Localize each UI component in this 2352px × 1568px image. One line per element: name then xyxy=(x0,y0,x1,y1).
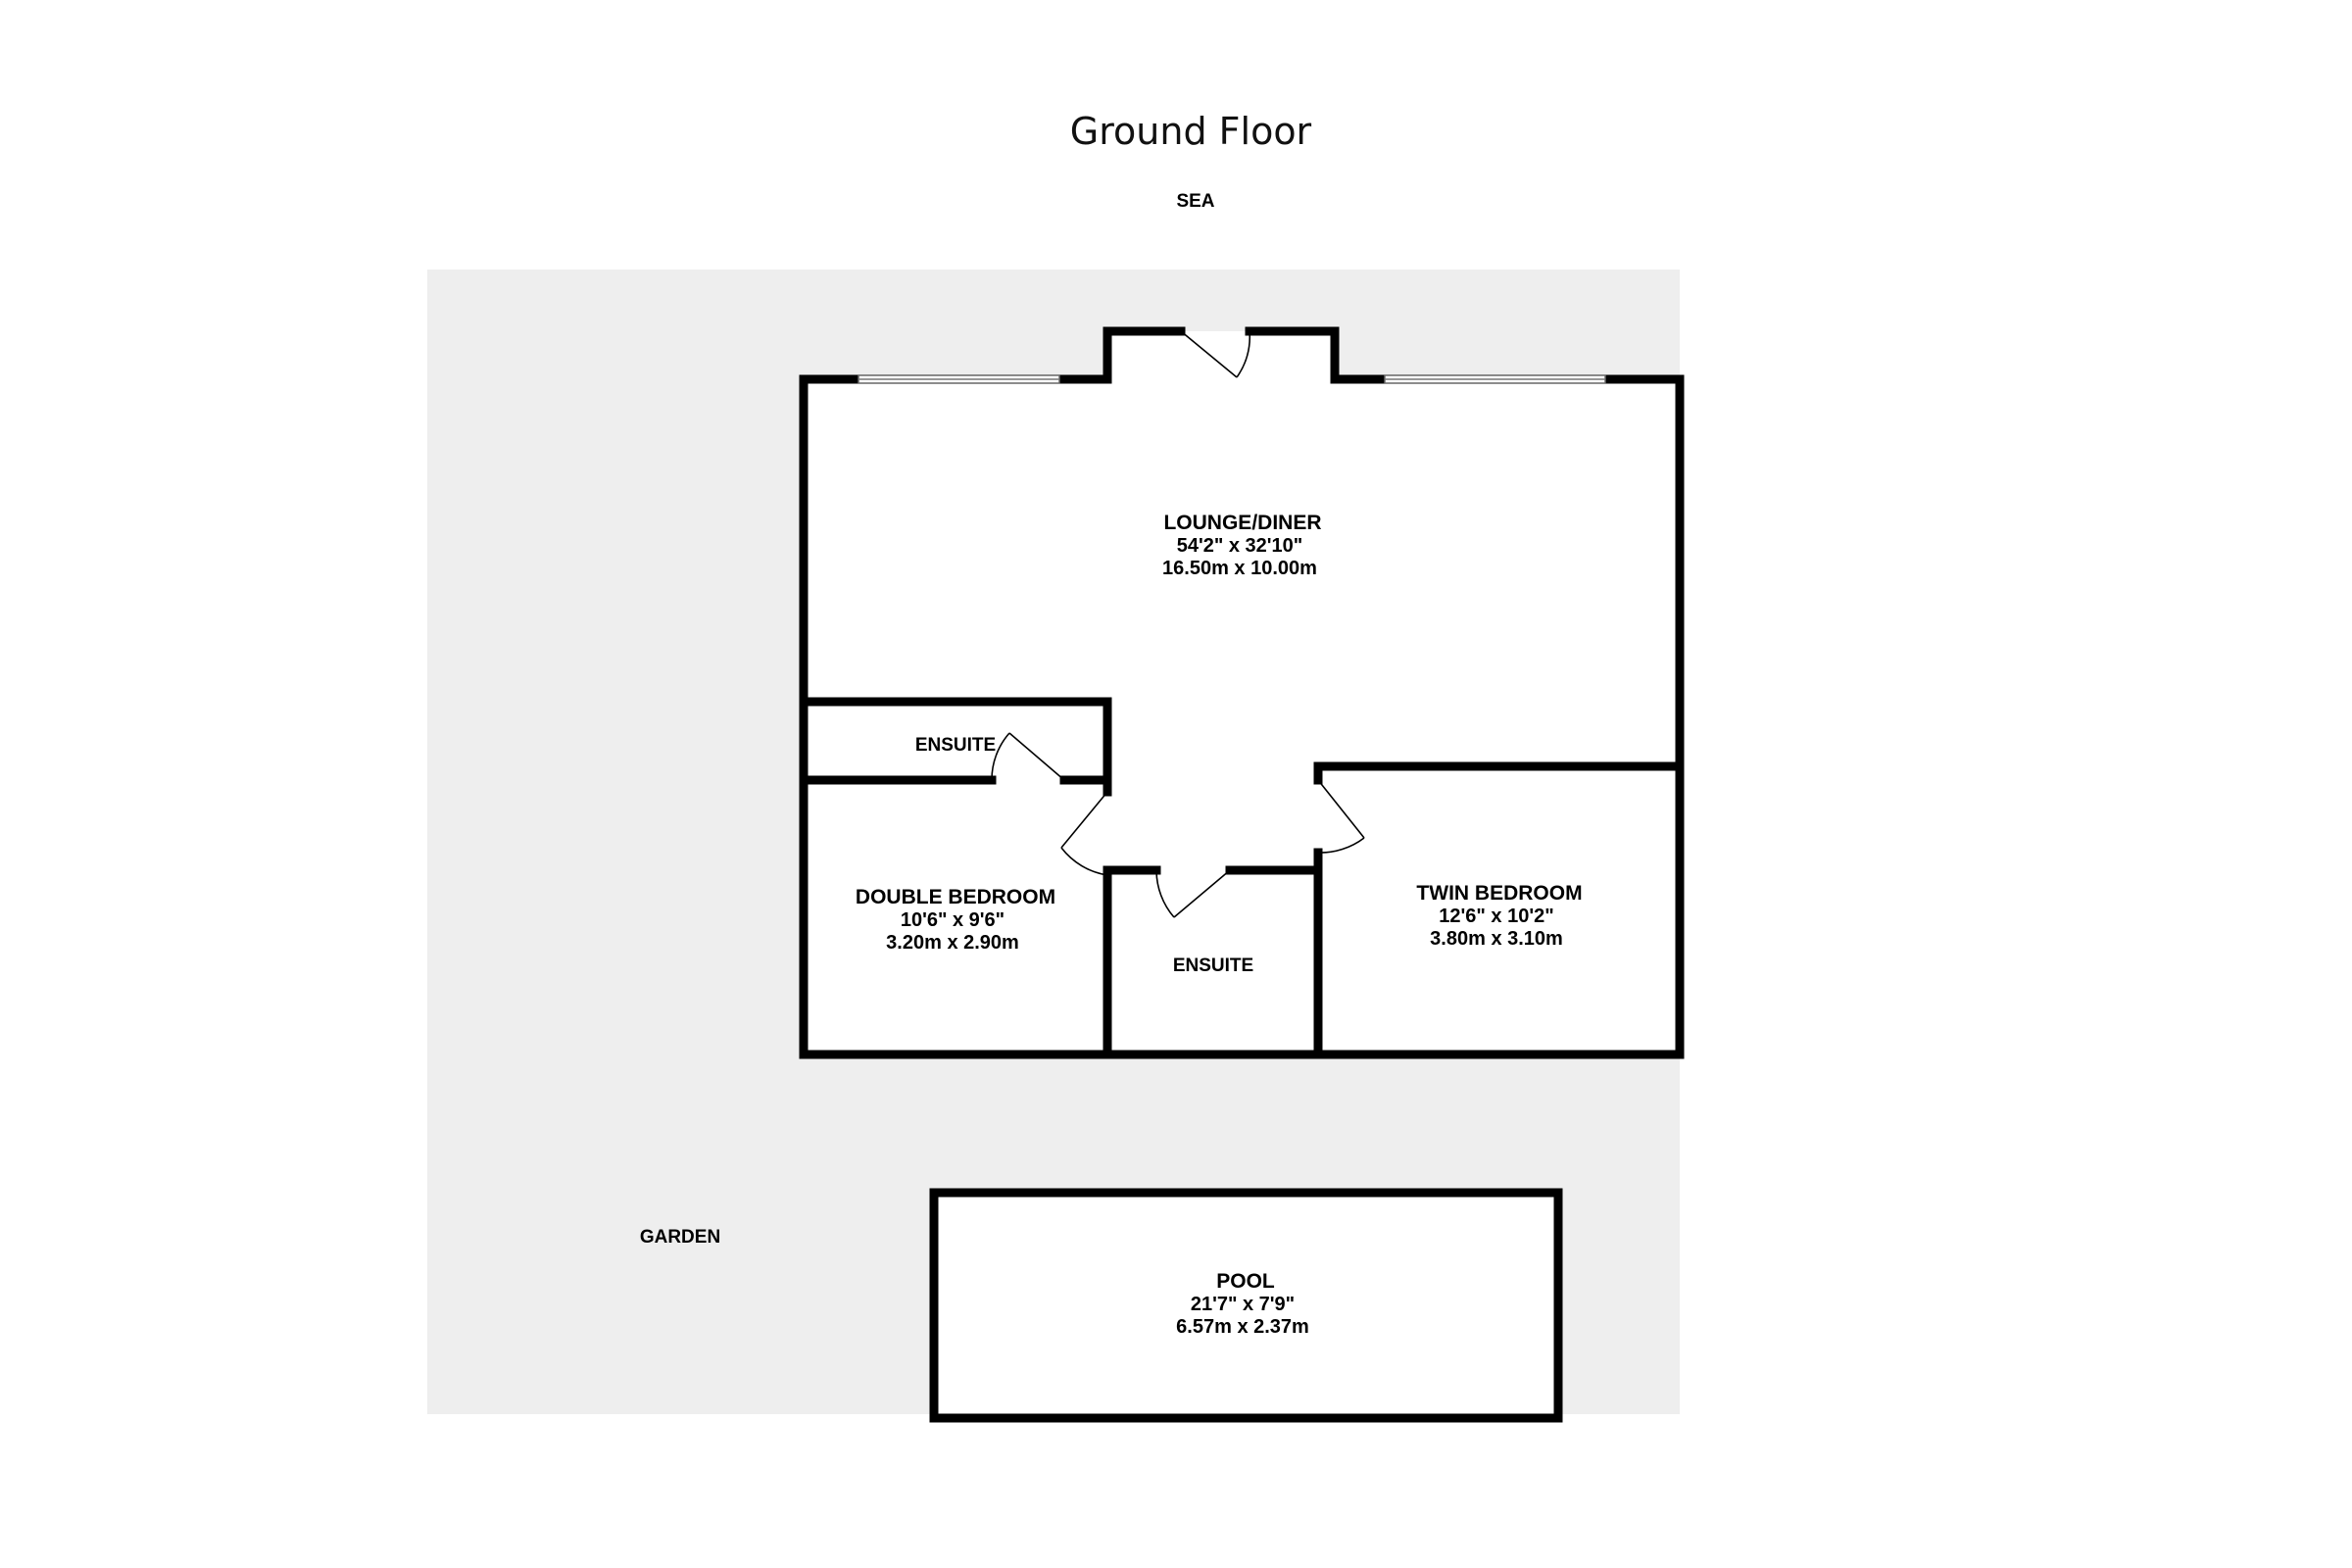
exterior-wall xyxy=(799,326,1685,1059)
double-bedroom-dim-metric: 3.20m x 2.90m xyxy=(886,932,1019,954)
double-bedroom-label: DOUBLE BEDROOM 10'6" x 9'6" 3.20m x 2.90… xyxy=(856,886,1055,954)
double-bedroom-wall xyxy=(1102,775,1161,1059)
pool-dim-imperial: 21'7" x 7'9" xyxy=(1191,1294,1295,1315)
ensuite-1-wall xyxy=(799,697,1112,792)
twin-bedroom-dim-metric: 3.80m x 3.10m xyxy=(1430,928,1563,950)
pool-label: POOL 21'7" x 7'9" 6.57m x 2.37m xyxy=(1176,1270,1309,1338)
pool xyxy=(929,1188,1563,1423)
building-floor xyxy=(804,331,1680,1054)
double-bedroom-name: DOUBLE BEDROOM xyxy=(856,886,1055,908)
twin-bedroom-name: TWIN BEDROOM xyxy=(1416,882,1582,905)
ensuite-1-label: ENSUITE xyxy=(915,735,996,756)
double-bedroom-door xyxy=(1060,791,1108,876)
lounge-dim-imperial: 54'2" x 32'10" xyxy=(1177,535,1303,557)
twin-bedroom-dim-imperial: 12'6" x 10'2" xyxy=(1439,906,1553,927)
lounge-dim-metric: 16.50m x 10.00m xyxy=(1162,558,1317,579)
lounge-label: LOUNGE/DINER 54'2" x 32'10" 16.50m x 10.… xyxy=(1162,512,1321,579)
twin-bedroom-wall xyxy=(1313,761,1685,875)
ensuite-1-door xyxy=(991,732,1065,781)
garden-label: GARDEN xyxy=(640,1227,720,1248)
pool-dim-metric: 6.57m x 2.37m xyxy=(1176,1316,1309,1338)
lounge-name: LOUNGE/DINER xyxy=(1163,512,1321,534)
twin-bedroom-label: TWIN BEDROOM 12'6" x 10'2" 3.80m x 3.10m xyxy=(1416,882,1582,950)
ensuite-2-label: ENSUITE xyxy=(1173,956,1253,976)
plan-title: Ground Floor xyxy=(1070,110,1312,153)
sea-label: SEA xyxy=(1176,191,1214,212)
double-bedroom-dim-imperial: 10'6" x 9'6" xyxy=(901,909,1004,931)
ensuite-2-door xyxy=(1155,869,1231,918)
twin-bedroom-door xyxy=(1317,779,1365,854)
front-door xyxy=(1180,330,1251,378)
window-right xyxy=(1384,374,1606,384)
pool-name: POOL xyxy=(1216,1270,1275,1293)
window-left xyxy=(858,374,1060,384)
